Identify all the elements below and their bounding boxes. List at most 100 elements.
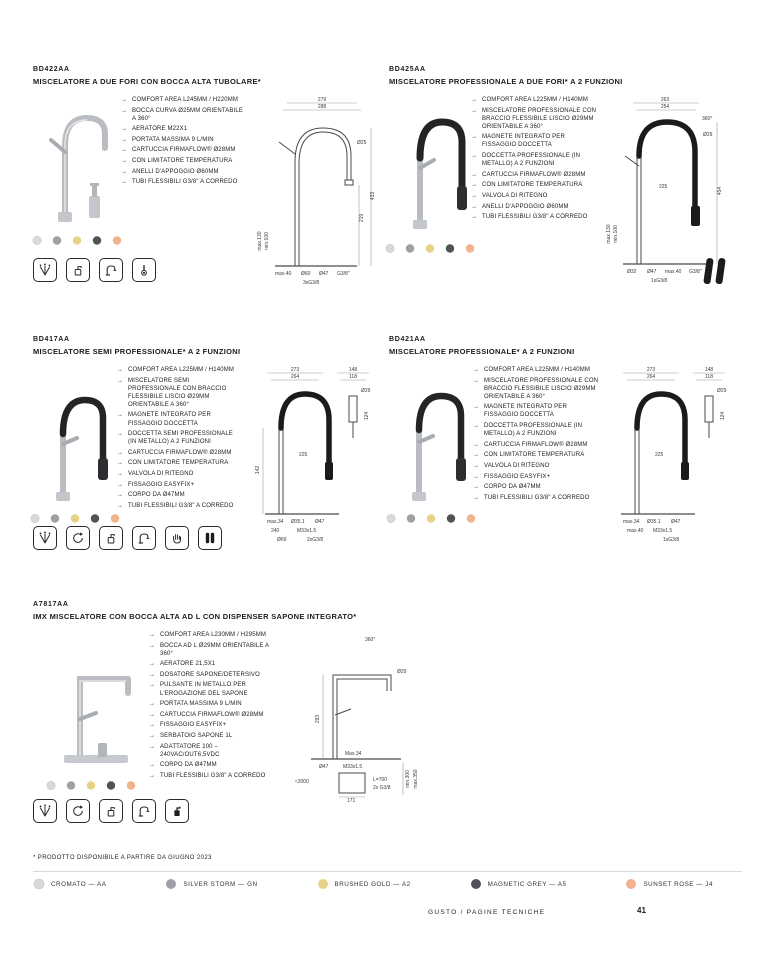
dim-label: 273 — [291, 367, 300, 373]
finish-dot-cromato — [386, 514, 396, 523]
feature-item: →MAGNETE INTEGRATO PER FISSAGGIO DOCCETT… — [473, 403, 599, 419]
feature-item: →COMFORT AREA L225MM / H140MM — [473, 367, 591, 373]
high-spout-faucet-icon — [132, 799, 156, 823]
product-code: BD421AA — [389, 336, 426, 343]
dim-label: Ø25 — [357, 140, 367, 146]
legend-dot-silver-storm — [166, 879, 177, 889]
feature-list: →COMFORT AREA L245MM / H220MM →BOCCA CUR… — [121, 96, 247, 189]
feature-text: TUBI FLESSIBILI G3/8" A CORREDO — [128, 502, 234, 509]
feature-item: →COMFORT AREA L230MM / H295MM — [149, 632, 267, 638]
finish-dot-brushed-gold — [86, 781, 96, 790]
legend-dot-magnetic-grey — [470, 879, 481, 889]
legend-dot-sunset-rose — [626, 879, 637, 889]
dim-label: 1xG3/8 — [651, 278, 667, 284]
feature-text: CORPO DA Ø47MM — [484, 484, 541, 491]
technical-drawing: 279 288 Ø25 433 219 max.40 Ø60 Ø47 G3/8"… — [257, 97, 376, 286]
dim-label: M33x1.5 — [343, 764, 362, 770]
feature-text: ANELLI D'APPOGGIO Ø60MM — [132, 168, 219, 175]
dim-label: 2x G3/8 — [373, 785, 391, 791]
dim-label: 433 — [370, 192, 376, 201]
product-photo — [49, 114, 108, 222]
feature-item: →BOCCA CURVA Ø25MM ORIENTABILE A 360° — [121, 107, 247, 123]
dim-label: 171 — [347, 798, 356, 803]
feature-item: →ANELLI D'APPOGGIO Ø60MM — [121, 168, 219, 175]
feature-text: TUBI FLESSIBILI G3/8" A CORREDO — [484, 494, 590, 501]
finish-dot-silver-storm — [50, 514, 60, 523]
dim-label: 225 — [655, 452, 664, 458]
rotation-360-icon — [66, 799, 90, 823]
dim-label: 219 — [359, 214, 365, 223]
feature-item: →MAGNETE INTEGRATO PER FISSAGGIO DOCCETT… — [471, 133, 597, 149]
dim-label: Ø47 — [647, 269, 657, 275]
feature-text: FISSAGGIO EASYFIX+ — [484, 473, 551, 480]
dim-label: 240 — [271, 528, 280, 534]
product-photo — [413, 118, 467, 229]
feature-item: →MISCELATORE SEMI PROFESSIONALE CON BRAC… — [117, 377, 243, 409]
finish-swatches — [32, 236, 122, 245]
product-photo — [412, 392, 466, 501]
feature-text: COMFORT AREA L225MM / H140MM — [128, 367, 235, 373]
dim-label: 360° — [702, 116, 712, 122]
product-title: IMX MISCELATORE CON BOCCA ALTA AD L CON … — [33, 612, 357, 621]
dim-label: max.34 — [267, 519, 284, 525]
dim-label: G3/8" — [689, 269, 702, 275]
product-section-bd421aa: BD421AA MISCELATORE PROFESSIONALE* A 2 F… — [386, 336, 745, 556]
feature-item: →DOCCETTA SEMI PROFESSIONALE (IN METALLO… — [117, 430, 243, 446]
product-code: BD425AA — [389, 66, 426, 73]
dim-label: 118 — [349, 374, 357, 380]
feature-text: CORPO DA Ø47MM — [128, 492, 185, 499]
feature-item: →AERATORE 21,5X1 — [149, 661, 216, 668]
legend-dot-brushed-gold — [317, 879, 328, 889]
product-code: BD422AA — [33, 66, 70, 73]
high-spout-faucet-icon — [132, 526, 156, 550]
finish-dot-cromato — [30, 514, 40, 523]
product-section-bd422aa: BD422AA MISCELATORE A DUE FORI CON BOCCA… — [32, 66, 385, 288]
dim-label: Ø47 — [671, 519, 681, 525]
manual-control-hand-icon — [165, 526, 189, 550]
dim-label: max.130 — [257, 231, 263, 250]
legend-label: CROMATO — AA — [51, 880, 107, 888]
feature-text: COMFORT AREA L225MM / H140MM — [482, 97, 589, 103]
feature-text: TUBI FLESSIBILI G3/8" A CORREDO — [160, 772, 266, 779]
feature-text: COMFORT AREA L245MM / H220MM — [132, 97, 239, 103]
finish-swatches — [30, 514, 120, 523]
finish-dot-magnetic-grey — [446, 514, 456, 523]
feature-text: VALVOLA DI RITEGNO — [484, 462, 550, 469]
feature-item: →CORPO DA Ø47MM — [473, 484, 541, 491]
feature-list: →COMFORT AREA L225MM / H140MM →MISCELATO… — [117, 366, 243, 512]
dim-label: Ø35.1 — [291, 519, 305, 525]
feature-text: COMFORT AREA L230MM / H295MM — [160, 632, 267, 638]
feature-item: →PORTATA MASSIMA 9 L/MIN — [121, 136, 214, 143]
feature-list: →COMFORT AREA L230MM / H295MM →BOCCA AD … — [149, 631, 275, 782]
feature-item: →CARTUCCIA FIRMAFLOW® Ø28MM — [149, 711, 264, 718]
finish-dot-cromato — [32, 236, 42, 245]
dim-label: max.40 — [275, 271, 292, 277]
finish-dot-magnetic-grey — [106, 781, 116, 790]
feature-item: →PORTATA MASSIMA 9 L/MIN — [149, 701, 242, 708]
finish-dot-silver-storm — [66, 781, 76, 790]
feature-text: PORTATA MASSIMA 9 L/MIN — [160, 701, 242, 708]
feature-item: →DOSATORE SAPONE/DETERSIVO — [149, 671, 260, 678]
feature-item: →CON LIMITATORE TEMPERATURA — [121, 158, 233, 165]
handspray-part — [691, 206, 700, 226]
feature-text: DOCCETTA PROFESSIONALE (IN METALLO) A 2 … — [482, 153, 581, 168]
flexible-hose-part — [59, 396, 107, 464]
legend-label: SUNSET ROSE — J4 — [643, 880, 713, 888]
dim-label: Ø60 — [301, 271, 311, 277]
dim-label: max.40 — [627, 528, 644, 534]
soap-dispenser-part — [98, 743, 107, 757]
legend-item-sunset-rose: SUNSET ROSE — J4 — [625, 878, 712, 890]
dim-label: min.300 — [405, 770, 411, 788]
feature-text: PULSANTE IN METALLO PER L'EROGAZIONE DEL… — [160, 682, 248, 697]
dim-label: 273 — [647, 367, 656, 373]
soap-dispenser-icon — [99, 799, 123, 823]
feature-item: →VALVOLA DI RITEGNO — [117, 471, 194, 478]
feature-text: CON LIMITATORE TEMPERATURA — [484, 452, 585, 459]
dim-label: Ø29 — [361, 388, 371, 394]
availability-footnote: * PRODOTTO DISPONIBILE A PARTIRE DA GIUG… — [33, 855, 212, 861]
dim-label: 148 — [349, 367, 358, 373]
page-number: 41 — [637, 906, 646, 915]
dim-label: max.350 — [413, 769, 419, 788]
dim-label: Ø35.1 — [647, 519, 661, 525]
